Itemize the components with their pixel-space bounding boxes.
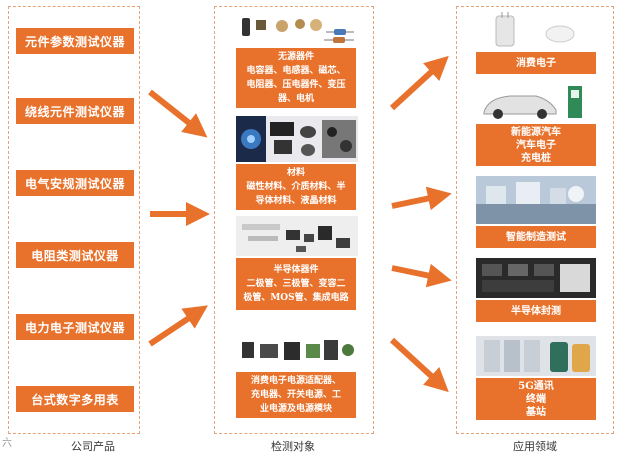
- app-ev-line-2: 充电桩: [521, 152, 551, 165]
- passive-components-box: 无源器件 电容器、电感器、磁芯、 电阻器、压电器件、变压 器、电机: [236, 48, 356, 108]
- app-semiconductor-packaging: 半导体封测: [476, 300, 596, 322]
- power-supplies-box: 消费电子电源适配器、 充电器、开关电源、工 业电源及电源模块: [236, 372, 356, 418]
- product-lcr-meter: 元件参数测试仪器: [16, 28, 134, 54]
- arrow-middle-to-right-2: [392, 196, 440, 206]
- materials-box: 材料 磁性材料、介质材料、半 导体材料、液晶材料: [236, 164, 356, 210]
- products-panel: [8, 6, 140, 434]
- passive-components-photo: [236, 12, 356, 46]
- app-consumer-electronics: 消费电子: [476, 52, 596, 74]
- app-manufacturing-line-0: 智能制造测试: [506, 231, 566, 244]
- arrow-middle-to-right-4: [392, 340, 440, 384]
- semi-line-1: 二极管、三极管、变容二: [246, 277, 345, 291]
- product-safety-tester: 电气安规测试仪器: [16, 170, 134, 196]
- product-resistance-tester: 电阻类测试仪器: [16, 242, 134, 268]
- telecom-photo: [476, 336, 596, 376]
- products-panel-caption: 公司产品: [48, 438, 138, 454]
- semiconductor-devices-photo: [236, 216, 358, 256]
- passive-line-1: 电容器、电感器、磁芯、: [246, 64, 345, 78]
- app-5g-communications: 5G通讯 终端 基站: [476, 378, 596, 420]
- materials-photo: [236, 116, 358, 162]
- power-line-1: 充电器、开关电源、工: [251, 388, 341, 402]
- semiconductor-packaging-photo: [476, 258, 596, 298]
- materials-line-1: 磁性材料、介质材料、半: [246, 180, 345, 194]
- targets-panel-caption: 检测对象: [248, 438, 338, 454]
- power-line-2: 业电源及电源模块: [260, 402, 332, 416]
- power-supplies-photo: [236, 334, 358, 368]
- power-line-0: 消费电子电源适配器、: [251, 374, 341, 388]
- app-consumer-line-0: 消费电子: [516, 57, 556, 70]
- arrow-left-to-middle-1: [150, 92, 198, 130]
- app-packaging-line-0: 半导体封测: [511, 305, 561, 318]
- semi-line-2: 极管、MOS管、集成电路: [243, 291, 348, 305]
- product-desktop-multimeter: 台式数字多用表: [16, 386, 134, 412]
- product-power-electronics-tester: 电力电子测试仪器: [16, 314, 134, 340]
- app-5g-line-0: 5G通讯: [518, 380, 554, 393]
- app-smart-manufacturing: 智能制造测试: [476, 226, 596, 248]
- materials-line-2: 导体材料、液晶材料: [255, 194, 336, 208]
- app-ev-line-1: 汽车电子: [516, 139, 556, 152]
- app-5g-line-1: 终端: [526, 393, 546, 406]
- passive-line-2: 电阻器、压电器件、变压: [246, 78, 345, 92]
- app-ev-line-0: 新能源汽车: [511, 126, 561, 139]
- consumer-electronics-photo: [476, 12, 596, 50]
- semi-line-0: 半导体器件: [273, 263, 318, 277]
- ev-photo: [476, 82, 596, 122]
- arrow-left-to-middle-3: [150, 312, 198, 344]
- arrow-middle-to-right-3: [392, 268, 440, 278]
- semiconductor-devices-box: 半导体器件 二极管、三极管、变容二 极管、MOS管、集成电路: [236, 258, 356, 310]
- watermark: 六: [2, 434, 12, 449]
- materials-line-0: 材料: [287, 166, 305, 180]
- applications-panel-caption: 应用领域: [490, 438, 580, 454]
- passive-line-0: 无源器件: [278, 50, 314, 64]
- app-5g-line-2: 基站: [526, 406, 546, 419]
- smart-manufacturing-photo: [476, 176, 596, 224]
- passive-line-3: 器、电机: [278, 92, 314, 106]
- arrow-middle-to-right-1: [392, 64, 440, 108]
- app-new-energy-vehicles: 新能源汽车 汽车电子 充电桩: [476, 124, 596, 166]
- product-winding-tester: 绕线元件测试仪器: [16, 98, 134, 124]
